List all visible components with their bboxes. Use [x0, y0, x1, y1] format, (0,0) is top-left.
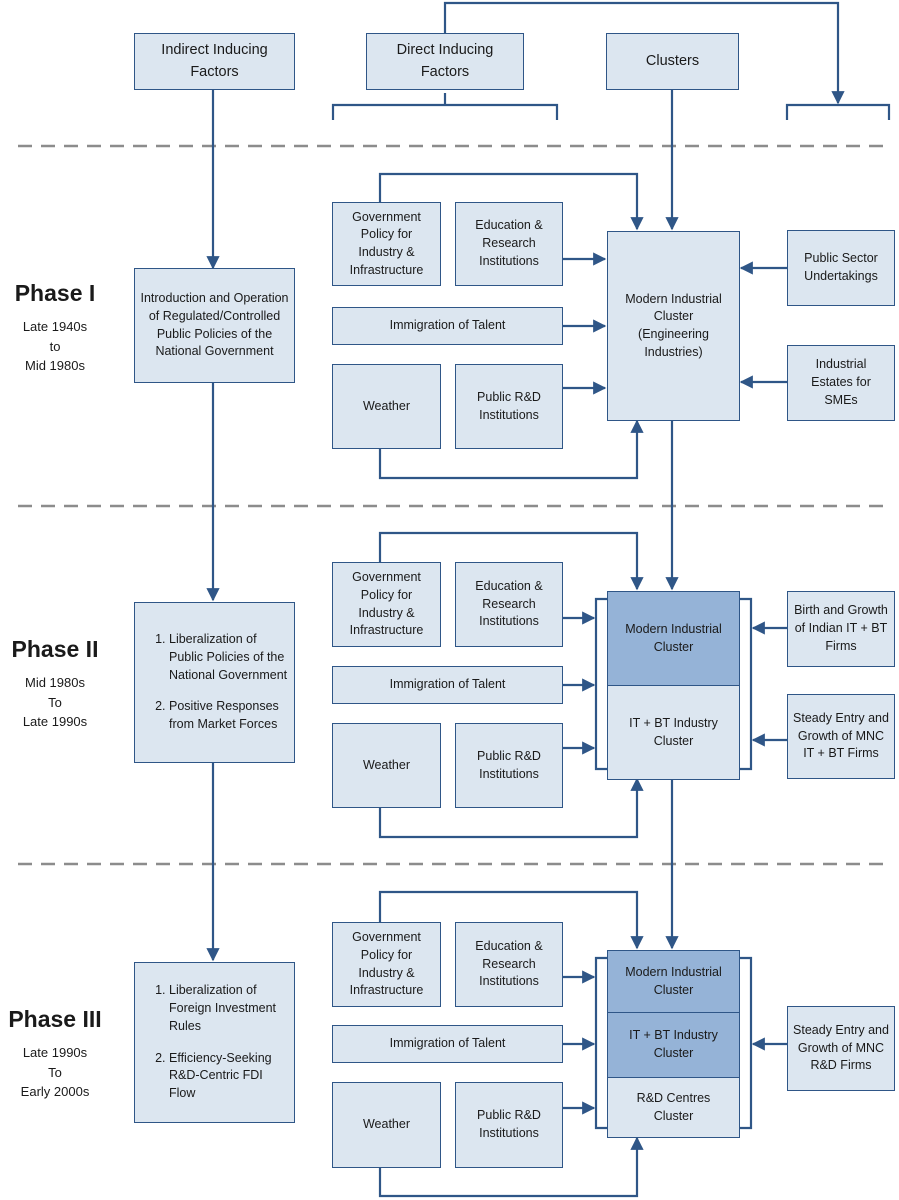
indirect-factor-item: Efficiency-Seeking R&D-Centric FDI Flow [169, 1050, 290, 1103]
header-direct-factors: Direct Inducing Factors [366, 33, 524, 90]
talent-box: Immigration of Talent [332, 666, 563, 704]
header-indirect-factors: Indirect Inducing Factors [134, 33, 295, 90]
cluster-it-bt: IT + BT Industry Cluster [607, 685, 740, 780]
cluster-rnd-centres: R&D Centres Cluster [607, 1077, 740, 1138]
phase-2-indirect-factors: Liberalization of Public Policies of the… [134, 602, 295, 763]
weather-box: Weather [332, 723, 441, 808]
phase-3-indirect-factors: Liberalization of Foreign Investment Rul… [134, 962, 295, 1123]
cluster-modern-industrial: Modern Industrial Cluster [607, 950, 740, 1013]
education-box: Education & Research Institutions [455, 562, 563, 647]
phase-period-sep: To [48, 694, 62, 710]
external-mnc-rnd-firms: Steady Entry and Growth of MNC R&D Firms [787, 1006, 895, 1091]
govt-policy-box: Government Policy for Industry & Infrast… [332, 202, 441, 286]
cluster-bracket-left [594, 956, 607, 1130]
cluster-bracket-right [740, 597, 753, 771]
direct-factors-bracket [331, 93, 559, 120]
external-indian-firms: Birth and Growth of Indian IT + BT Firms [787, 591, 895, 667]
phase-title: Phase II [11, 636, 99, 662]
govt-policy-box: Government Policy for Industry & Infrast… [332, 922, 441, 1007]
weather-box: Weather [332, 364, 441, 449]
phase-period-end: Early 2000s [20, 1084, 90, 1099]
phase-period-start: Late 1940s [22, 319, 88, 334]
weather-loop-arrow [378, 419, 644, 480]
govt-policy-box: Government Policy for Industry & Infrast… [332, 562, 441, 647]
public-rnd-box: Public R&D Institutions [455, 723, 563, 808]
phase-1-indirect-factors: Introduction and Operation of Regulated/… [134, 268, 295, 383]
phase-3-label: Phase III Late 1990s To Early 2000s [0, 1006, 110, 1102]
indirect-factor-text: Introduction and Operation of Regulated/… [140, 291, 289, 359]
cluster-modern-industrial: Modern Industrial Cluster [607, 591, 740, 686]
phase-period-start: Late 1990s [22, 1045, 88, 1060]
govt-loop-arrow [378, 172, 644, 231]
header-clusters: Clusters [606, 33, 739, 90]
talent-box: Immigration of Talent [332, 307, 563, 345]
top-loop-arrow [443, 1, 845, 105]
govt-loop-arrow [378, 531, 644, 591]
phase-title: Phase III [8, 1006, 102, 1032]
external-mnc-firms: Steady Entry and Growth of MNC IT + BT F… [787, 694, 895, 779]
education-box: Education & Research Institutions [455, 922, 563, 1007]
external-factors-bracket [785, 103, 891, 120]
indirect-factor-item: Liberalization of Public Policies of the… [169, 631, 290, 684]
public-rnd-box: Public R&D Institutions [455, 364, 563, 449]
external-public-sector: Public Sector Undertakings [787, 230, 895, 306]
weather-loop-arrow [378, 777, 644, 839]
weather-box: Weather [332, 1082, 441, 1168]
phase-period-start: Mid 1980s [25, 675, 85, 690]
phase-2-label: Phase II Mid 1980s To Late 1990s [0, 636, 110, 732]
phase-period-sep: To [48, 1064, 62, 1080]
weather-loop-arrow [378, 1136, 644, 1198]
phase-period-end: Mid 1980s [25, 358, 85, 373]
external-industrial-estates: Industrial Estates for SMEs [787, 345, 895, 421]
cluster-bracket-right [740, 956, 753, 1130]
cluster-bracket-left [594, 597, 607, 771]
phase-period-sep: to [49, 338, 61, 354]
govt-loop-arrow [378, 890, 644, 950]
phase-period-end: Late 1990s [22, 714, 88, 729]
indirect-factor-item: Liberalization of Foreign Investment Rul… [169, 982, 290, 1035]
phase-1-label: Phase I Late 1940s to Mid 1980s [0, 280, 110, 376]
phase-title: Phase I [14, 280, 96, 306]
phase-separators [18, 144, 884, 866]
cluster-modern-industrial: Modern Industrial Cluster (Engineering I… [607, 231, 740, 421]
talent-box: Immigration of Talent [332, 1025, 563, 1063]
public-rnd-box: Public R&D Institutions [455, 1082, 563, 1168]
education-box: Education & Research Institutions [455, 202, 563, 286]
indirect-factor-item: Positive Responses from Market Forces [169, 698, 290, 734]
cluster-it-bt: IT + BT Industry Cluster [607, 1012, 740, 1078]
